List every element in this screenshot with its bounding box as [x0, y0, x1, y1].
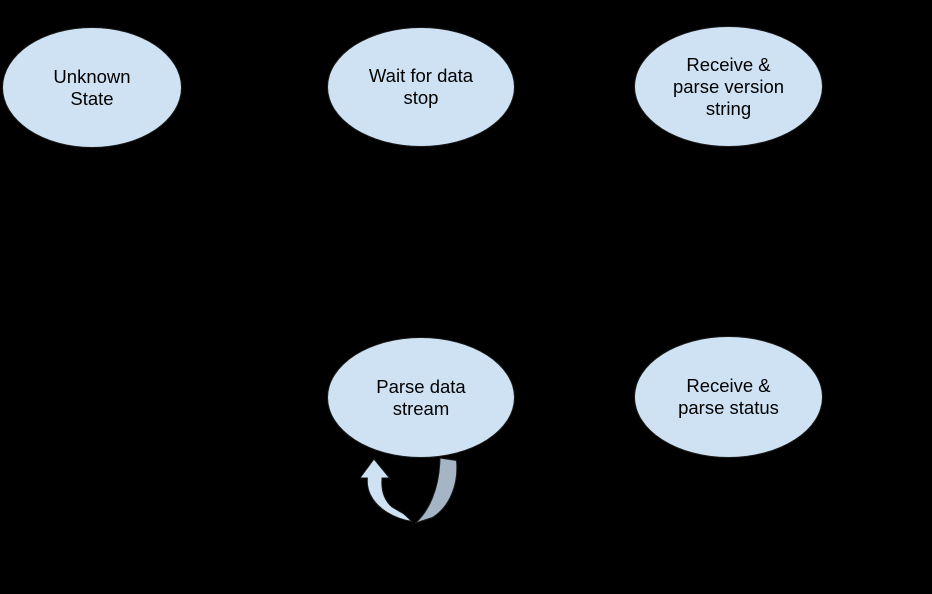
state-node-parse-data-stream: Parse data stream	[327, 337, 515, 458]
state-node-wait-for-data-stop: Wait for data stop	[327, 27, 515, 147]
state-label: Unknown State	[53, 65, 131, 109]
state-label: Wait for data stop	[368, 65, 474, 108]
self-loop-arrow-front	[359, 458, 413, 522]
state-node-receive-parse-version-string: Receive & parse version string	[634, 26, 823, 147]
state-node-unknown-state: Unknown State	[2, 27, 182, 148]
state-label: Parse data stream	[376, 375, 466, 419]
state-label: Receive & parse version string	[672, 53, 785, 119]
self-loop-arrow-side	[415, 457, 458, 524]
state-label: Receive & parse status	[678, 375, 779, 418]
state-node-receive-parse-status: Receive & parse status	[634, 336, 823, 458]
